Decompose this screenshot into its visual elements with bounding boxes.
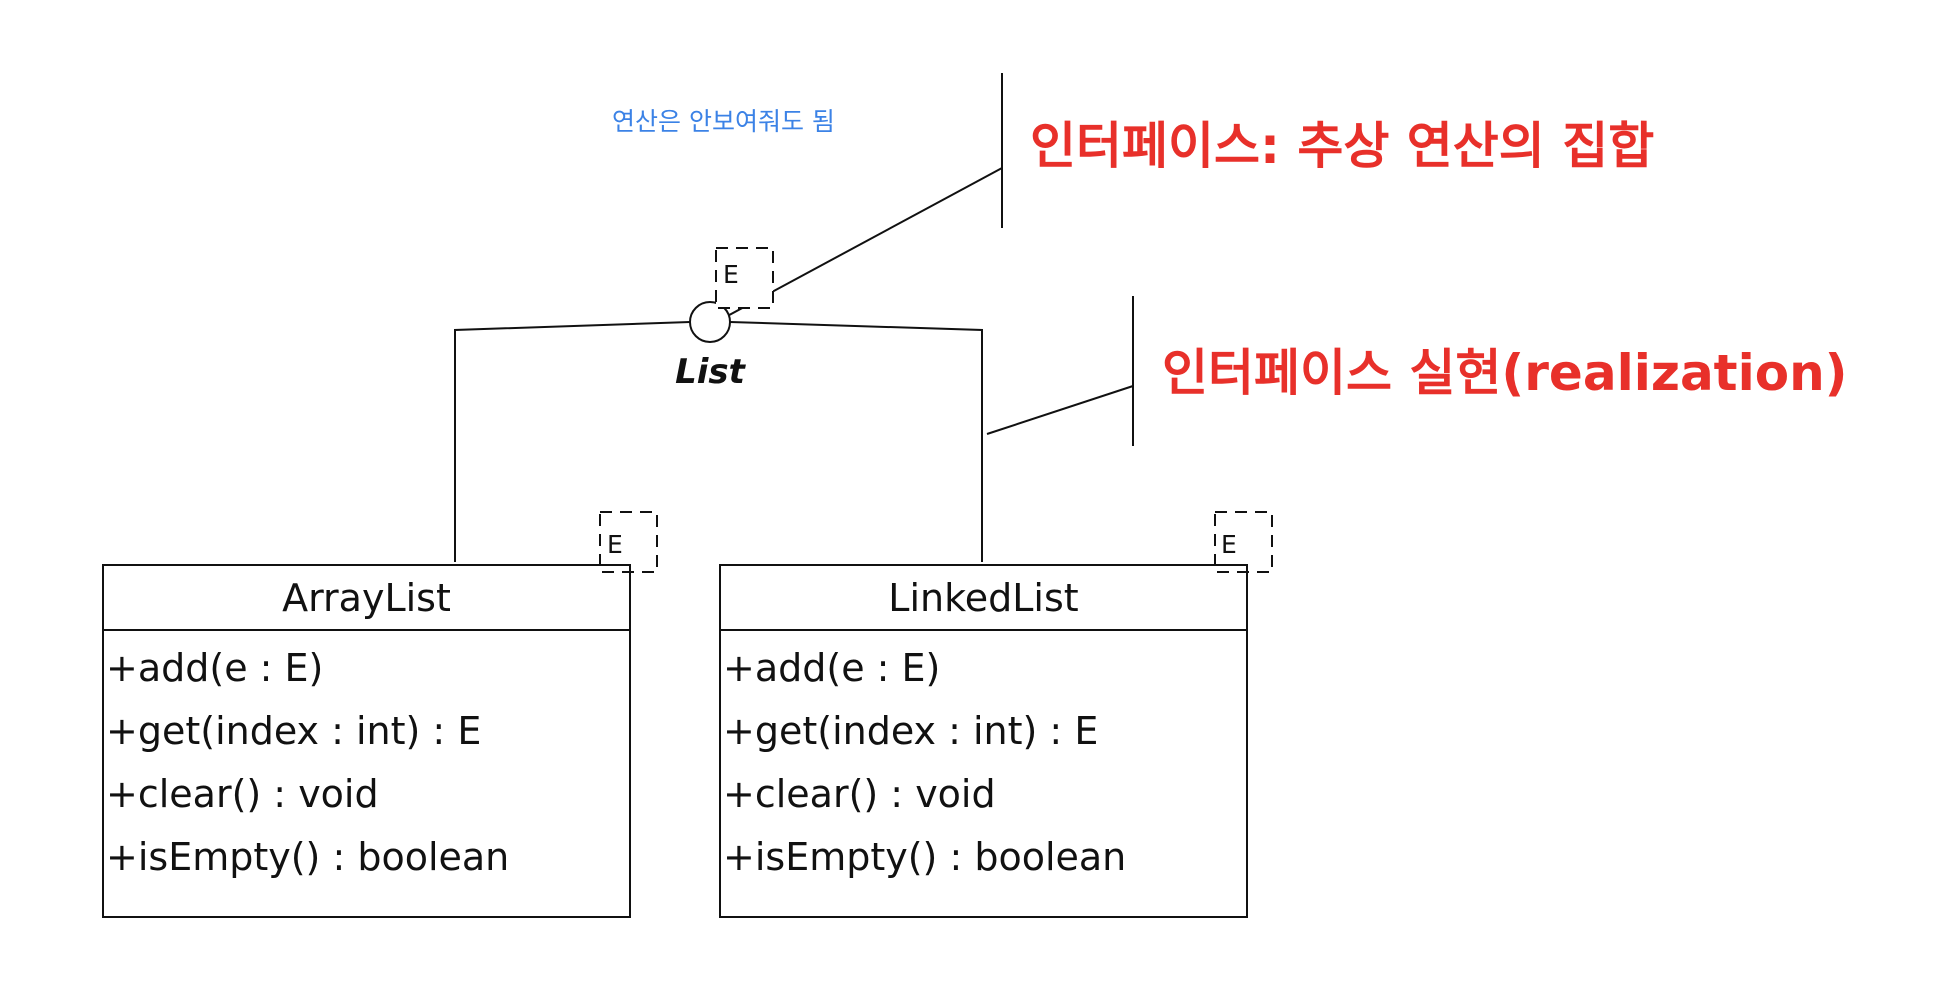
arraylist-op-add: +add(e : E)	[106, 646, 324, 690]
linkedlist-op-clear: +clear() : void	[723, 772, 996, 816]
interface-name: List	[675, 352, 745, 392]
interface-annotation: 인터페이스: 추상 연산의 집합	[1030, 117, 1655, 175]
linkedlist-class-box	[719, 564, 1248, 918]
linkedlist-operations: +add(e : E) +get(index : int) : E +clear…	[723, 648, 1126, 877]
linkedlist-type-param-box	[1214, 511, 1273, 573]
linkedlist-class-name: LinkedList	[888, 576, 1079, 620]
arraylist-operations: +add(e : E) +get(index : int) : E +clear…	[106, 648, 509, 877]
linkedlist-type-param: E	[1221, 530, 1237, 559]
arraylist-class-box	[102, 564, 631, 918]
interface-type-param: E	[723, 260, 739, 289]
arraylist-type-param: E	[607, 530, 623, 559]
realization-line-arraylist	[454, 321, 691, 562]
arraylist-type-param-box	[599, 511, 658, 573]
interface-type-param-box	[715, 247, 774, 309]
blue-annotation: 연산은 안보여줘도 됨	[612, 107, 835, 136]
linkedlist-op-isempty: +isEmpty() : boolean	[723, 835, 1127, 879]
arraylist-class-name: ArrayList	[282, 576, 451, 620]
realization-line-linkedlist	[729, 321, 983, 562]
realization-note-pointer	[986, 385, 1134, 435]
arraylist-op-get: +get(index : int) : E	[106, 709, 482, 753]
realization-annotation: 인터페이스 실현(realization)	[1162, 344, 1848, 402]
linkedlist-op-get: +get(index : int) : E	[723, 709, 1099, 753]
interface-lollipop-circle	[689, 301, 731, 343]
linkedlist-op-add: +add(e : E)	[723, 646, 941, 690]
arraylist-op-isempty: +isEmpty() : boolean	[106, 835, 510, 879]
arraylist-op-clear: +clear() : void	[106, 772, 379, 816]
